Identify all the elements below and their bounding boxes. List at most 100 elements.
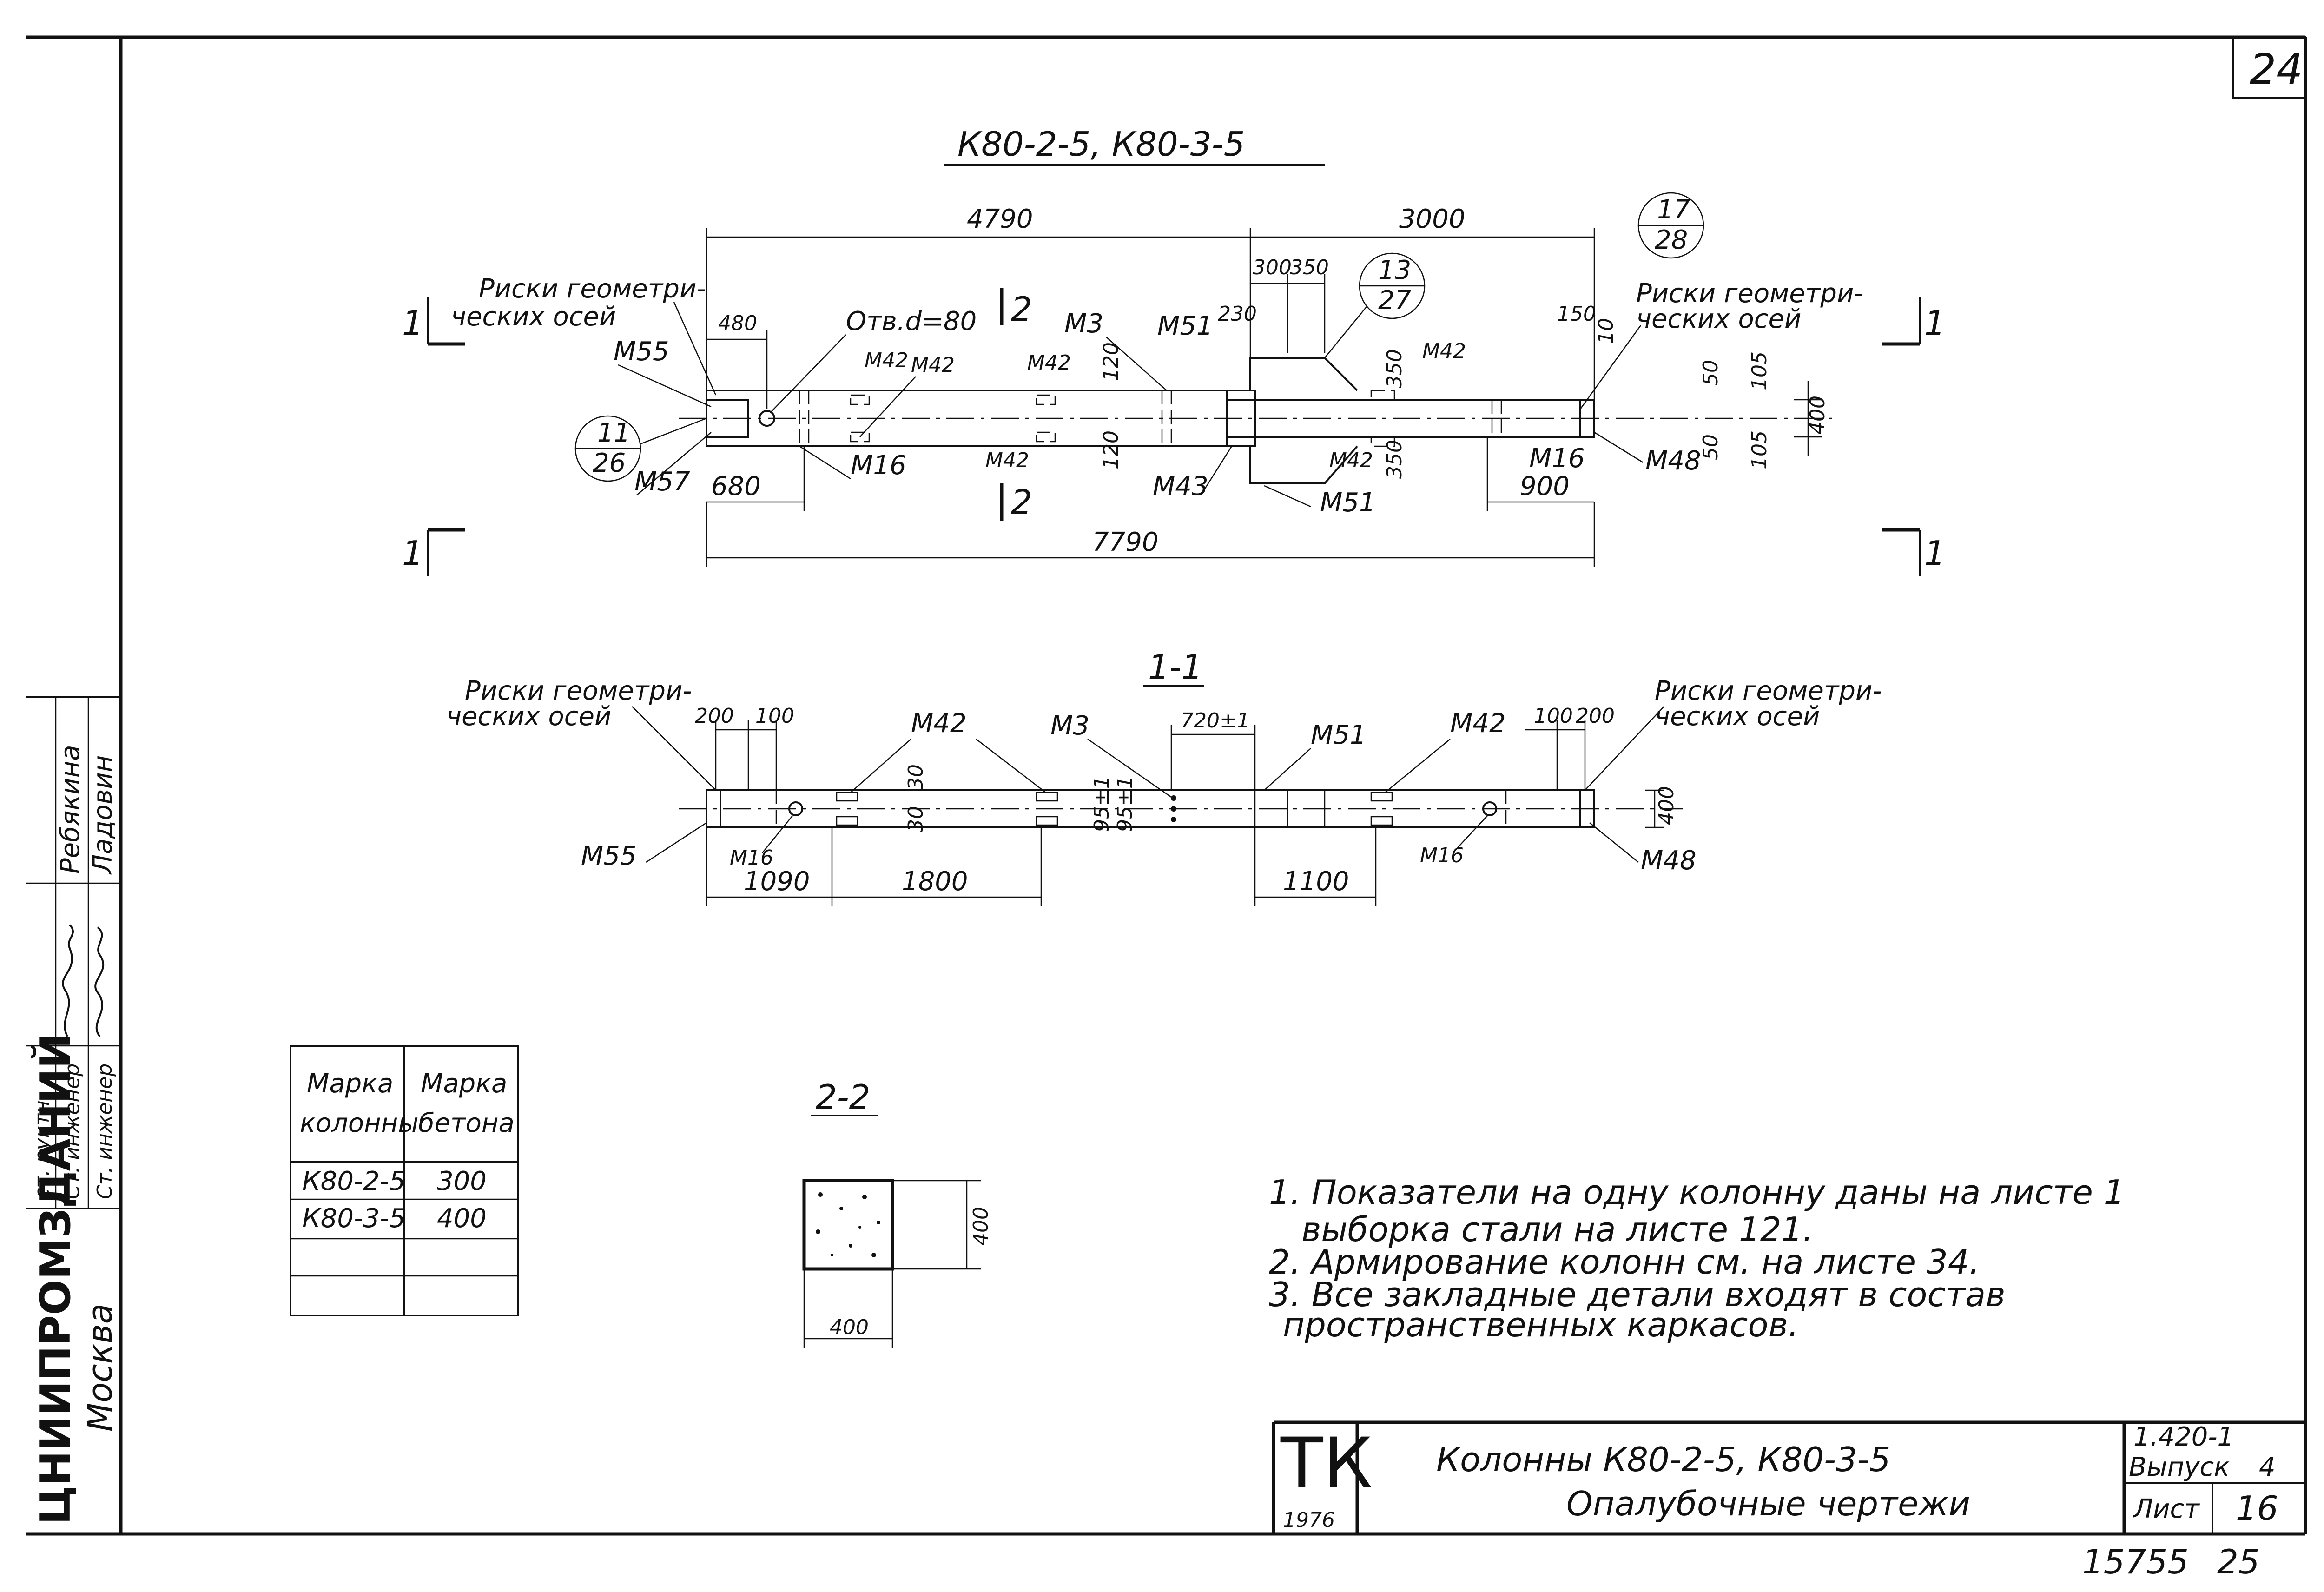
note-line-1: 1. Показатели на одну колонну даны на ли… [1269, 1173, 2125, 1212]
s11-riski-right-1: Риски геометри- [1655, 676, 1882, 706]
issue-no: 4 [2259, 1452, 2276, 1482]
svg-text:17: 17 [1657, 195, 1690, 225]
console-top [1249, 357, 1358, 391]
page-number-top: 24 [2250, 45, 2303, 94]
dim-105b: 105 [1748, 430, 1771, 469]
sheet-no: 16 [2236, 1489, 2278, 1528]
m42d-label: М42 [985, 449, 1029, 472]
riski-left-1: Риски геометри- [479, 274, 706, 304]
role-2: Ст. инженер [93, 1064, 117, 1199]
dim-95a: 95±1 [1090, 776, 1114, 832]
svg-text:11: 11 [597, 418, 630, 448]
s11-riski-right-2: ческих осей [1655, 701, 1820, 732]
s11-m48-label: М48 [1641, 846, 1697, 876]
svg-text:1: 1 [402, 304, 423, 343]
section-marks-1: 1 1 1 1 [402, 297, 1946, 576]
s22-dim-height: 400 [969, 1207, 993, 1246]
dim-230: 230 [1218, 302, 1257, 326]
name-2: Ладовин [88, 755, 118, 875]
m42e-label: М42 [1422, 339, 1466, 363]
m42b-label: М42 [911, 353, 955, 377]
dim-200a: 200 [695, 704, 734, 728]
org-name: ЦНИИПРОМЗДАНИЙ [30, 1033, 80, 1525]
dim-4790: 4790 [967, 204, 1033, 234]
m42a-label: М42 [865, 349, 908, 372]
svg-text:2: 2 [1011, 290, 1032, 329]
dim-1090: 1090 [744, 866, 810, 897]
m3-label: М3 [1064, 309, 1103, 339]
s11-m3-label: М3 [1050, 711, 1089, 741]
table-header-1b: колонны [300, 1108, 419, 1138]
dim-1800: 1800 [902, 866, 968, 897]
s11-m16a-label: М16 [730, 846, 773, 870]
dim-400: 400 [1806, 396, 1829, 435]
m43-label: М43 [1153, 471, 1208, 502]
title-block: ТК 1976 Колонны К80-2-5, К80-3-5 Опалубо… [1272, 1420, 2305, 1534]
section-2-2: 2-2 400 400 [802, 1077, 993, 1348]
riski-left-2: ческих осей [451, 302, 616, 332]
hole-d80 [759, 410, 775, 427]
dim-7790: 7790 [1092, 527, 1159, 557]
dim-350: 350 [1290, 256, 1329, 279]
svg-text:13: 13 [1378, 255, 1411, 285]
sheet-frame [26, 35, 2307, 1536]
dim-50b: 50 [1699, 434, 1723, 460]
svg-text:2: 2 [1011, 482, 1032, 522]
role-1: Ст. инженер [60, 1064, 84, 1199]
s11-m42a-label: М42 [911, 708, 967, 739]
dim-120b: 120 [1099, 430, 1123, 469]
concrete-table: Марка колонны Марка бетона К80-2-5 300 К… [290, 1045, 519, 1316]
section-marks-2: 2 2 [1000, 288, 1032, 522]
dim-95b: 95±1 [1113, 776, 1137, 832]
section-2-2-square [802, 1179, 894, 1271]
dim-30b: 30 [904, 806, 928, 832]
signature-1 [62, 924, 74, 1037]
signature-2 [94, 926, 104, 1037]
m48-label: М48 [1645, 446, 1701, 476]
otv-label: Отв.d=80 [846, 306, 977, 337]
tk-mark: ТК [1280, 1423, 1373, 1504]
s11-m16b-label: М16 [1420, 844, 1464, 867]
left-strip: Ст. инженер Ст. инженер ст. руктн Ребяки… [26, 696, 121, 1525]
org-city: Москва [80, 1303, 119, 1432]
plan-dimensions: 4790 3000 300 350 230 480 680 900 7 [706, 204, 1829, 567]
svg-text:1: 1 [1924, 534, 1946, 573]
dim-150: 150 [1557, 302, 1596, 326]
m16a-label: М16 [851, 450, 906, 481]
title-line-1: Колонны К80-2-5, К80-3-5 [1436, 1440, 1891, 1479]
plan-view: 4790 3000 300 350 230 480 680 900 7 [402, 192, 1946, 576]
section-2-2-title: 2-2 [816, 1077, 871, 1116]
riski-right-2: ческих осей [1636, 304, 1801, 334]
dim-50: 50 [1699, 360, 1723, 386]
dim-100a: 100 [755, 704, 794, 728]
dim-3000: 3000 [1399, 204, 1466, 234]
table-row2-concrete: 400 [437, 1203, 487, 1234]
callout-11-26: 11 26 [574, 415, 707, 482]
dim-30a: 30 [904, 764, 928, 790]
dim-480: 480 [718, 311, 757, 335]
title-line-2: Опалубочные чертежи [1566, 1484, 1970, 1523]
dim-900: 900 [1520, 471, 1570, 502]
embedded-dashes [799, 390, 1502, 447]
s11-m55-label: М55 [581, 841, 637, 871]
table-row1-mark: К80-2-5 [302, 1166, 406, 1196]
note-line-3: 2. Армирование колонн см. на листе 34. [1269, 1242, 1980, 1282]
m42f-label: М42 [1329, 449, 1373, 472]
main-title: К80-2-5, К80-3-5 [944, 125, 1325, 166]
note-line-4: 3. Все закладные детали входят в состав [1269, 1275, 2006, 1314]
dim-350b: 350 [1383, 440, 1406, 479]
m16b-label: М16 [1529, 443, 1585, 474]
sheet-label: Лист [2133, 1494, 2200, 1524]
tk-year: 1976 [1283, 1508, 1335, 1532]
table-header-2b: бетона [418, 1108, 515, 1138]
section-1-1: 1-1 200 100 100 200 [446, 647, 1882, 906]
s11-riski-left-2: ческих осей [446, 701, 611, 732]
dim-350a: 350 [1383, 349, 1406, 388]
s11-riski-left-1: Риски геометри- [465, 676, 692, 706]
partial-role: ст. руктн [30, 1100, 54, 1199]
m55-label: М55 [614, 337, 669, 367]
table-row2-mark: К80-3-5 [302, 1203, 406, 1234]
console-bottom [1249, 445, 1358, 484]
note-line-5: пространственных каркасов. [1283, 1305, 1799, 1344]
